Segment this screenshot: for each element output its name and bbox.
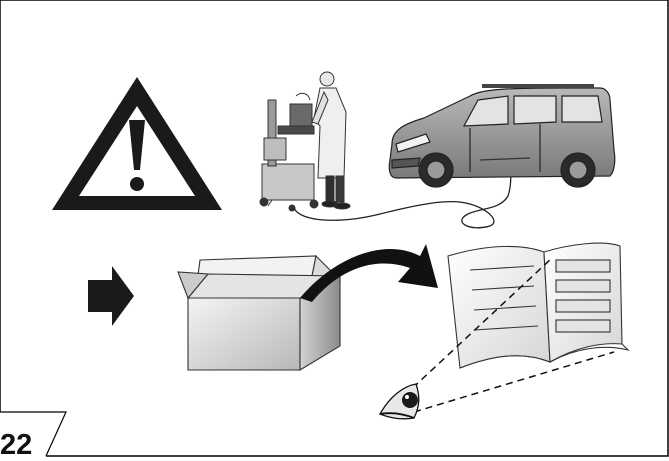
open-box-with-curved-arrow [178, 244, 438, 370]
page-number: 22 [0, 431, 32, 460]
open-manual-book [448, 243, 628, 368]
right-arrow-icon [88, 266, 134, 326]
warning-triangle-icon [52, 77, 222, 210]
van-connected-by-cable [389, 84, 615, 187]
technician-with-diagnostic-cart [260, 72, 350, 211]
